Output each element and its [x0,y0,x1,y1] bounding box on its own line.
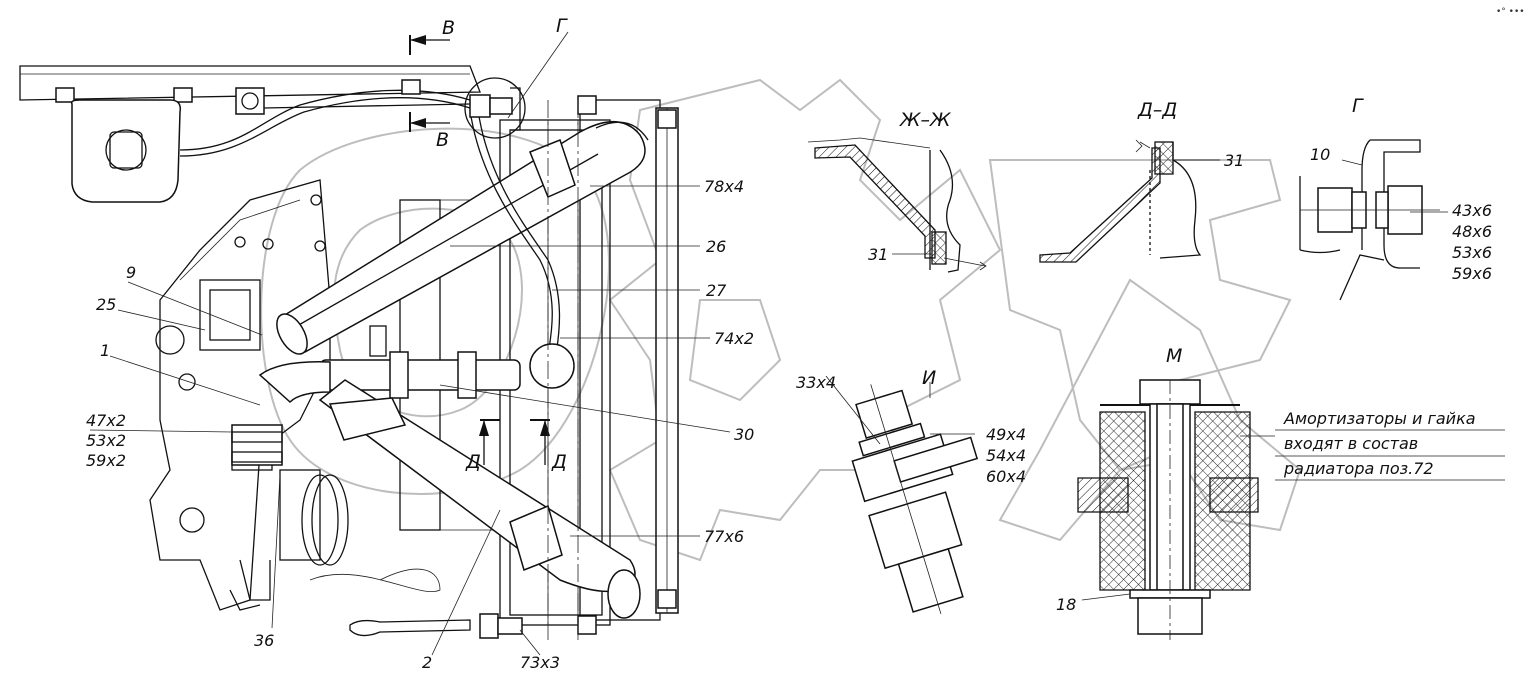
callout-74x2: 74x2 [714,329,754,348]
callout-53x6: 53x6 [1452,243,1492,262]
view-g-detail [1299,139,1448,301]
callout-59x2: 59x2 [86,451,126,470]
callout-2: 2 [422,653,432,672]
callout-47x2: 47x2 [86,411,126,430]
view-g-label: Г [556,15,568,37]
callout-78x4: 78x4 [704,177,744,196]
callout-54x4: 54x4 [986,446,1026,465]
section-d-title: Д–Д [1137,99,1177,121]
note-line-1: Амортизаторы и гайка [1284,409,1476,428]
corner-mark: •° ••• [1496,7,1525,17]
labels: В В Г Д Д Ж–Ж Д–Д Г И М 9 25 1 47x2 53x2… [86,7,1525,672]
section-d-left-label: Д [465,451,481,473]
callout-30: 30 [734,425,754,444]
callout-60x4: 60x4 [986,467,1026,486]
view-b-top-label: В [442,17,455,39]
callout-49x4: 49x4 [986,425,1026,444]
callout-48x6: 48x6 [1452,222,1492,241]
leader-lines [89,31,731,656]
callout-59x6: 59x6 [1452,264,1492,283]
view-i-title: И [922,367,936,389]
view-m-mount [1077,379,1505,640]
callout-36: 36 [254,631,274,650]
callout-26: 26 [706,237,726,256]
callout-33x4: 33x4 [796,373,836,392]
callout-31-d: 31 [1224,151,1244,170]
callout-10: 10 [1310,145,1330,164]
callout-27: 27 [706,281,727,300]
main-assembly-view [19,35,679,640]
note-line-3: радиатора поз.72 [1284,459,1434,478]
callout-1: 1 [100,341,110,360]
callout-73x3: 73x3 [520,653,560,672]
view-b-bottom-label: В [436,129,449,151]
callout-77x6: 77x6 [704,527,744,546]
section-zh-title: Ж–Ж [899,109,952,131]
view-i-bolt [825,375,979,614]
view-g-detail-title: Г [1352,95,1364,117]
section-d-right-label: Д [551,451,567,473]
callout-18: 18 [1056,595,1076,614]
callout-25: 25 [96,295,116,314]
view-m-title: М [1166,345,1182,367]
callout-53x2: 53x2 [86,431,126,450]
section-zh-zh [807,137,987,273]
callout-31-zh: 31 [868,245,888,264]
note-line-2: входят в состав [1284,434,1419,453]
section-d-d [1039,139,1220,263]
callout-9: 9 [126,263,136,282]
callout-43x6: 43x6 [1452,201,1492,220]
